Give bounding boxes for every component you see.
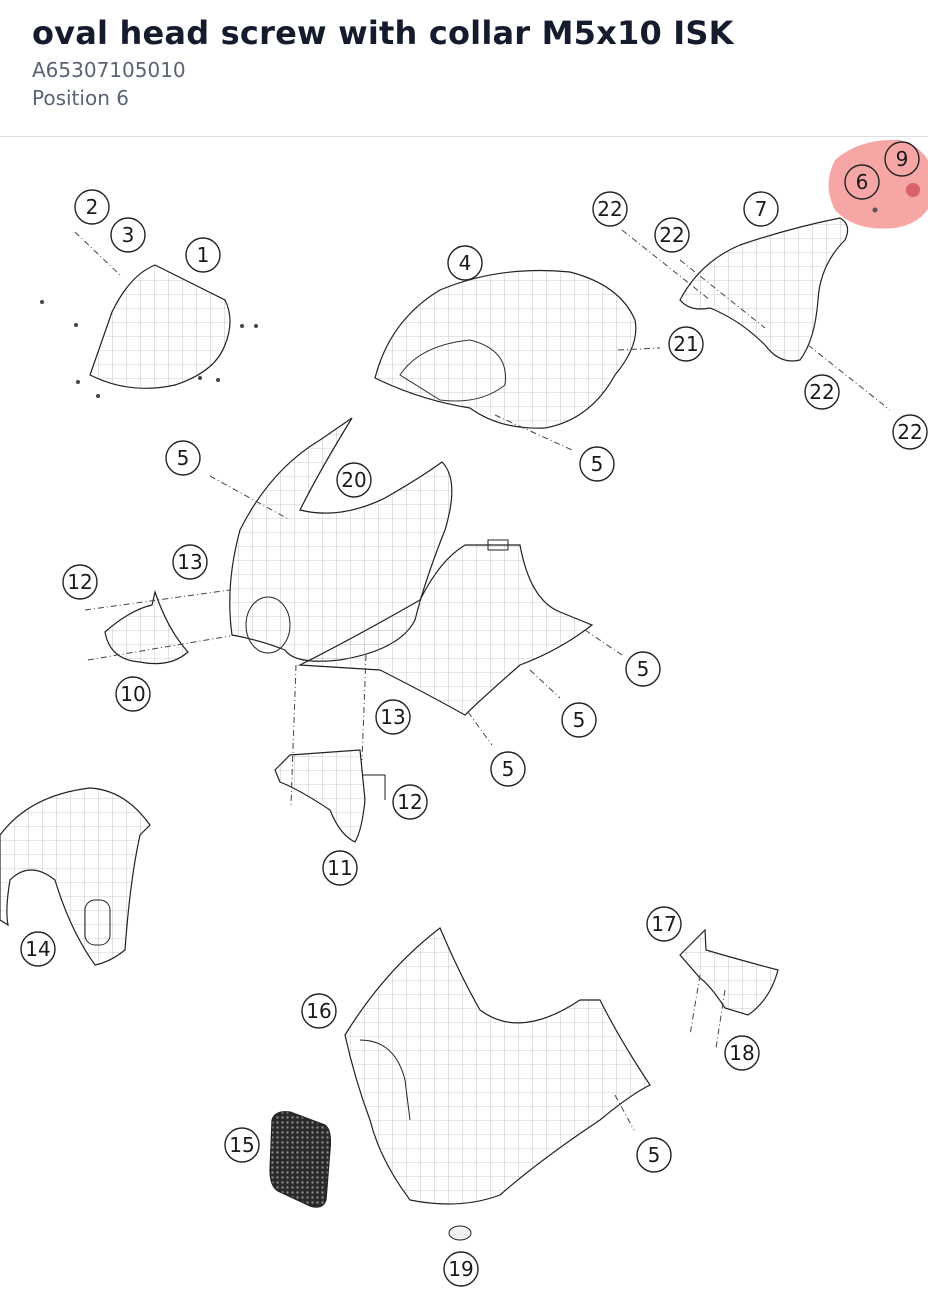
callout-6[interactable]: 6 <box>844 164 880 200</box>
callout-5[interactable]: 5 <box>165 440 201 476</box>
callout-12[interactable]: 12 <box>62 564 98 600</box>
callout-number: 14 <box>25 937 50 961</box>
part-mirror <box>84 589 231 665</box>
callout-7[interactable]: 7 <box>743 191 779 227</box>
callout-number: 22 <box>897 420 922 444</box>
callout-number: 12 <box>397 790 422 814</box>
callout-number: 12 <box>67 570 92 594</box>
callout-number: 9 <box>896 147 909 171</box>
callout-13[interactable]: 13 <box>172 544 208 580</box>
callout-9[interactable]: 9 <box>884 141 920 177</box>
callout-11[interactable]: 11 <box>322 850 358 886</box>
callout-5[interactable]: 5 <box>490 751 526 787</box>
callout-3[interactable]: 3 <box>110 217 146 253</box>
callout-number: 7 <box>755 197 768 221</box>
callout-number: 1 <box>197 243 210 267</box>
callout-number: 22 <box>809 380 834 404</box>
callout-number: 4 <box>459 251 472 275</box>
callout-number: 13 <box>380 705 405 729</box>
callout-22[interactable]: 22 <box>892 414 928 450</box>
callout-5[interactable]: 5 <box>579 446 615 482</box>
callout-number: 6 <box>856 170 869 194</box>
part-tank-cover <box>374 269 661 451</box>
callout-number: 22 <box>597 197 622 221</box>
callout-number: 19 <box>448 1257 473 1281</box>
callout-number: 10 <box>120 682 145 706</box>
part-side-panel <box>621 217 891 411</box>
callout-number: 18 <box>729 1041 754 1065</box>
callout-5[interactable]: 5 <box>636 1137 672 1173</box>
callout-number: 16 <box>306 999 331 1023</box>
part-lower-bracket <box>274 654 386 843</box>
part-front-fender <box>0 787 151 966</box>
part-title: oval head screw with collar M5x10 ISK <box>32 14 734 52</box>
callout-number: 21 <box>673 332 698 356</box>
callout-number: 11 <box>327 856 352 880</box>
callout-number: 17 <box>651 912 676 936</box>
callout-22[interactable]: 22 <box>592 191 628 227</box>
part-number: A65307105010 <box>32 58 186 82</box>
callout-number: 2 <box>86 195 99 219</box>
callout-number: 22 <box>659 223 684 247</box>
callout-16[interactable]: 16 <box>301 993 337 1029</box>
callout-number: 5 <box>648 1143 661 1167</box>
callout-22[interactable]: 22 <box>804 374 840 410</box>
part-windshield <box>40 231 258 398</box>
callout-number: 3 <box>122 223 135 247</box>
callout-13[interactable]: 13 <box>375 699 411 735</box>
callout-21[interactable]: 21 <box>668 326 704 362</box>
callout-1[interactable]: 1 <box>185 237 221 273</box>
callout-number: 5 <box>502 757 515 781</box>
part-small-bracket <box>679 928 779 1049</box>
part-side-fairing <box>297 539 623 746</box>
callout-12[interactable]: 12 <box>392 784 428 820</box>
callout-10[interactable]: 10 <box>115 676 151 712</box>
part-plug <box>448 1225 472 1241</box>
part-belly-pan <box>344 927 651 1205</box>
callout-19[interactable]: 19 <box>443 1251 479 1287</box>
part-grille <box>269 1111 332 1208</box>
callout-number: 5 <box>573 708 586 732</box>
callout-number: 5 <box>177 446 190 470</box>
callout-5[interactable]: 5 <box>561 702 597 738</box>
callout-number: 20 <box>341 468 366 492</box>
callout-number: 5 <box>637 657 650 681</box>
callout-15[interactable]: 15 <box>224 1127 260 1163</box>
callout-number: 15 <box>229 1133 254 1157</box>
callout-number: 13 <box>177 550 202 574</box>
part-header: oval head screw with collar M5x10 ISK A6… <box>0 0 928 137</box>
callout-17[interactable]: 17 <box>646 906 682 942</box>
callout-5[interactable]: 5 <box>625 651 661 687</box>
callout-22[interactable]: 22 <box>654 217 690 253</box>
part-front-fairing <box>229 417 453 662</box>
callout-4[interactable]: 4 <box>447 245 483 281</box>
callout-2[interactable]: 2 <box>74 189 110 225</box>
callout-18[interactable]: 18 <box>724 1035 760 1071</box>
callout-20[interactable]: 20 <box>336 462 372 498</box>
callout-number: 5 <box>591 452 604 476</box>
callout-14[interactable]: 14 <box>20 931 56 967</box>
part-position: Position 6 <box>32 86 129 110</box>
